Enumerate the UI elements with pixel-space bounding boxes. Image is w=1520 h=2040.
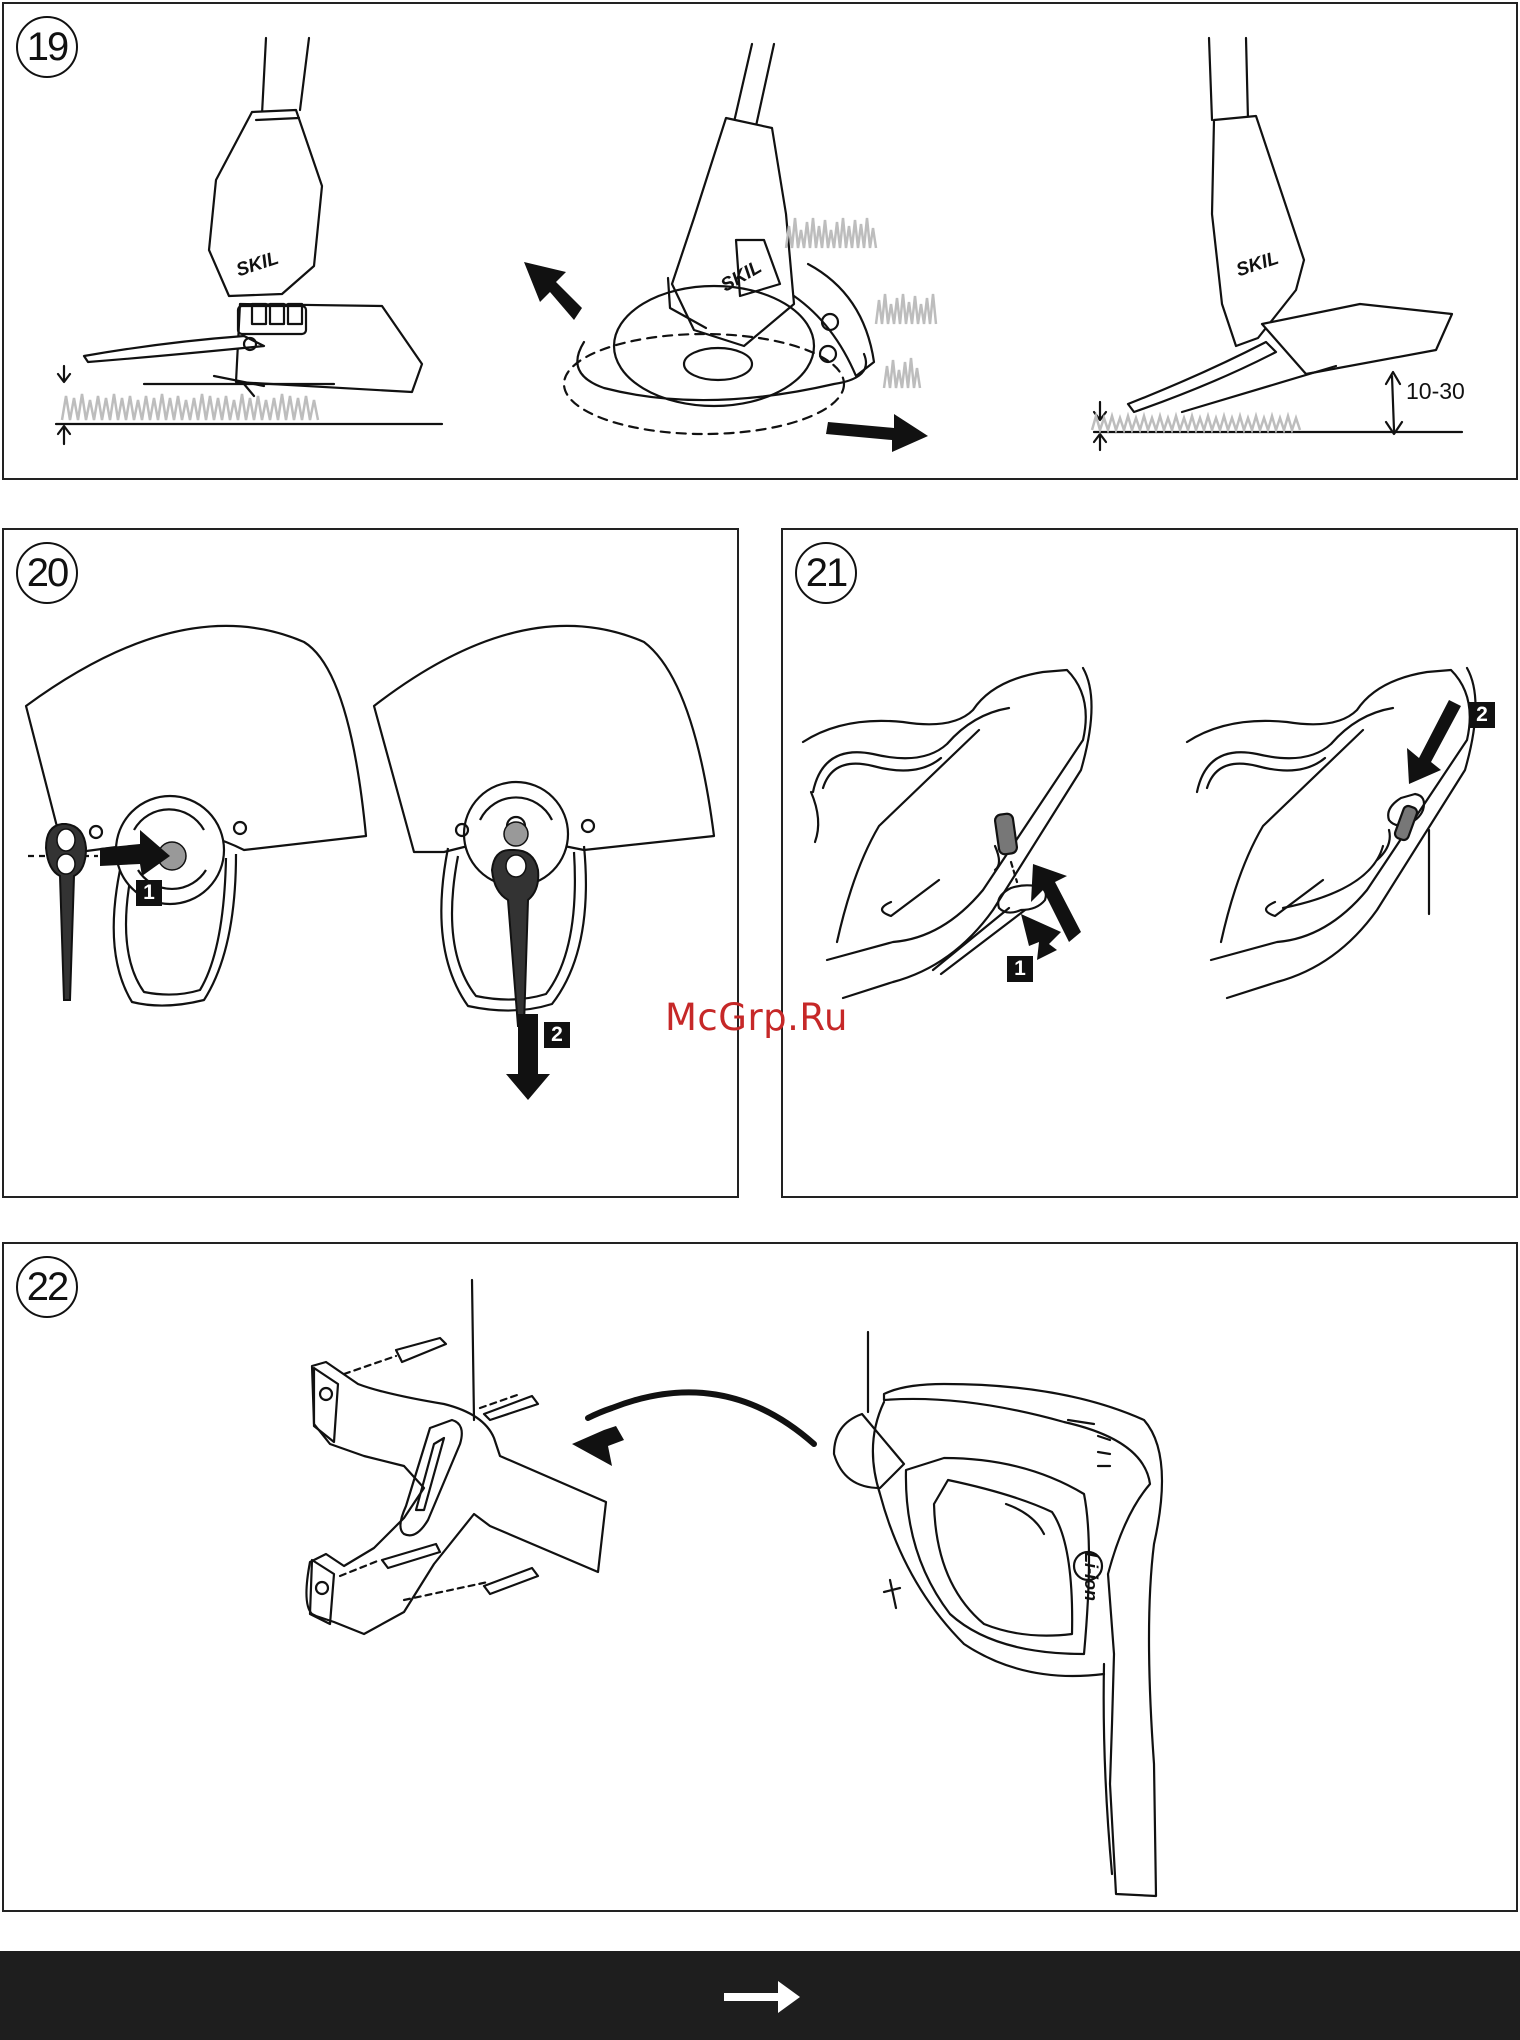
step-2-marker: 2 <box>544 1022 570 1048</box>
arrow-right-icon[interactable] <box>0 1951 1520 2040</box>
blade-clip-illustration <box>783 530 1520 1200</box>
page-footer-bar <box>0 1951 1520 2040</box>
wall-bracket-illustration <box>4 1244 1520 1914</box>
figure-panel-21: 21 <box>781 528 1518 1198</box>
blade-replacement-illustration <box>4 530 741 1200</box>
figure-panel-22: 22 <box>2 1242 1518 1912</box>
step-2-marker: 2 <box>1469 702 1495 728</box>
trimmer-guard-illustrations <box>4 4 1520 482</box>
step-1-marker: 1 <box>1007 956 1033 982</box>
watermark-text: McGrp.Ru <box>665 996 848 1039</box>
step-1-marker: 1 <box>136 880 162 906</box>
battery-type-label: Li-ion <box>1080 1552 1101 1601</box>
cutting-height-label: 10-30 <box>1406 378 1465 405</box>
figure-panel-19: 19 <box>2 2 1518 480</box>
figure-panel-20: 20 <box>2 528 739 1198</box>
